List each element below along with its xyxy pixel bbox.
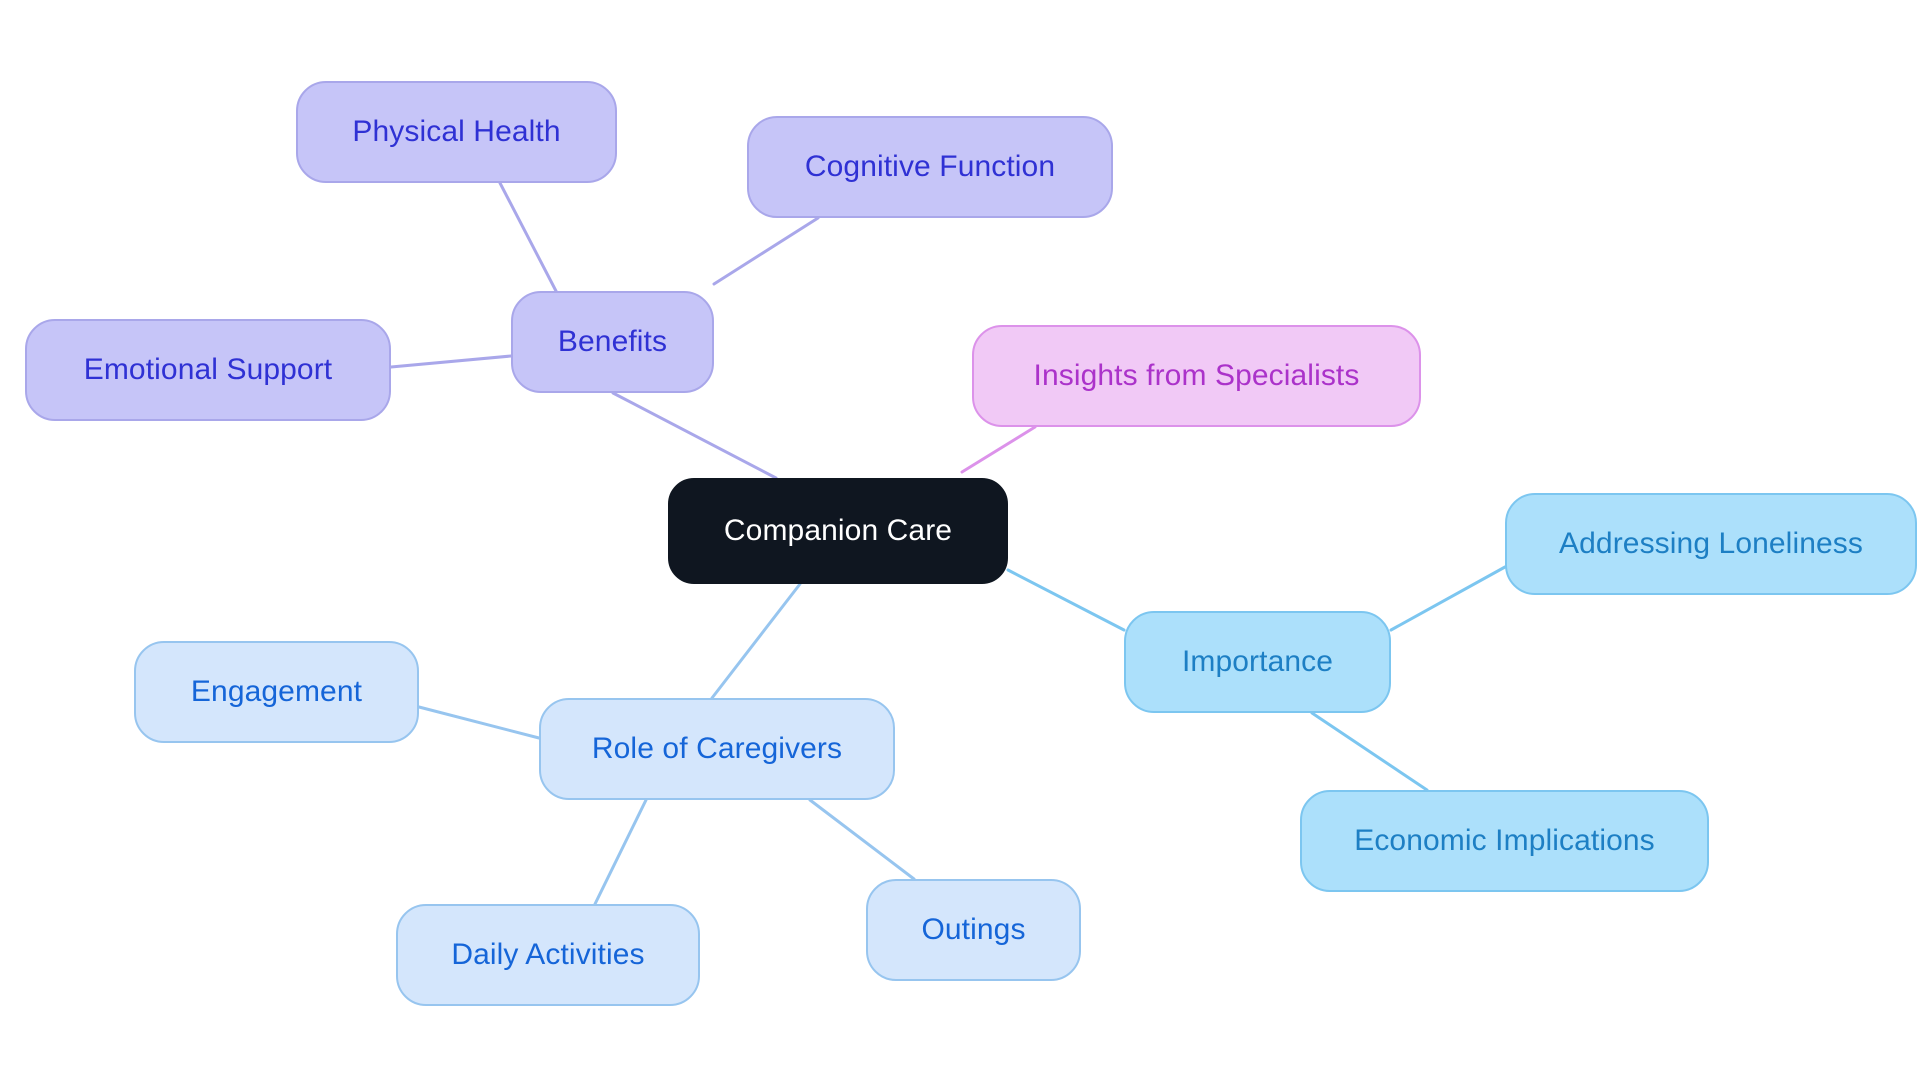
mindmap-node-label-benefits: Benefits (557, 325, 668, 358)
mindmap-node-role_of_caregivers[interactable]: Role of Caregivers (539, 698, 895, 800)
edge-importance-to-economic_implications (1310, 711, 1429, 792)
mindmap-node-outings[interactable]: Outings (866, 879, 1081, 981)
mindmap-node-daily_activities[interactable]: Daily Activities (396, 904, 700, 1006)
edge-root-to-insights (960, 425, 1037, 474)
mindmap-node-cognitive_function[interactable]: Cognitive Function (747, 116, 1113, 218)
edge-benefits-to-cognitive_function (712, 216, 820, 286)
mindmap-node-label-physical_health: Physical Health (352, 115, 561, 148)
mindmap-node-label-outings: Outings (921, 913, 1026, 946)
mindmap-node-importance[interactable]: Importance (1124, 611, 1391, 713)
mindmap-node-economic_implications[interactable]: Economic Implications (1300, 790, 1709, 892)
mindmap-node-addressing_loneliness[interactable]: Addressing Loneliness (1505, 493, 1917, 595)
edge-benefits-to-emotional_support (389, 354, 513, 369)
mindmap-node-engagement[interactable]: Engagement (134, 641, 419, 743)
edge-importance-to-addressing_loneliness (1389, 565, 1507, 632)
edge-role_of_caregivers-to-outings (808, 798, 916, 881)
edge-role_of_caregivers-to-daily_activities (593, 798, 648, 906)
mindmap-node-label-root: Companion Care (723, 514, 953, 547)
edge-benefits-to-physical_health (498, 181, 558, 293)
mindmap-node-root[interactable]: Companion Care (668, 478, 1008, 584)
edge-root-to-benefits (611, 391, 778, 480)
mindmap-node-insights[interactable]: Insights from Specialists (972, 325, 1421, 427)
mindmap-node-label-emotional_support: Emotional Support (83, 353, 333, 386)
mindmap-node-label-role_of_caregivers: Role of Caregivers (591, 732, 843, 765)
mindmap-node-label-economic_implications: Economic Implications (1354, 824, 1655, 857)
edge-root-to-importance (1006, 568, 1126, 632)
mindmap-node-emotional_support[interactable]: Emotional Support (25, 319, 391, 421)
mindmap-node-label-engagement: Engagement (190, 675, 363, 708)
mindmap-node-benefits[interactable]: Benefits (511, 291, 714, 393)
mindmap-node-label-importance: Importance (1181, 645, 1334, 678)
edge-role_of_caregivers-to-engagement (417, 705, 541, 740)
mindmap-node-physical_health[interactable]: Physical Health (296, 81, 617, 183)
mindmap-node-label-insights: Insights from Specialists (1033, 359, 1360, 392)
mindmap-node-label-cognitive_function: Cognitive Function (804, 150, 1056, 183)
edge-root-to-role_of_caregivers (710, 582, 802, 700)
mindmap-node-label-daily_activities: Daily Activities (451, 938, 645, 971)
mindmap-node-label-addressing_loneliness: Addressing Loneliness (1559, 527, 1863, 560)
